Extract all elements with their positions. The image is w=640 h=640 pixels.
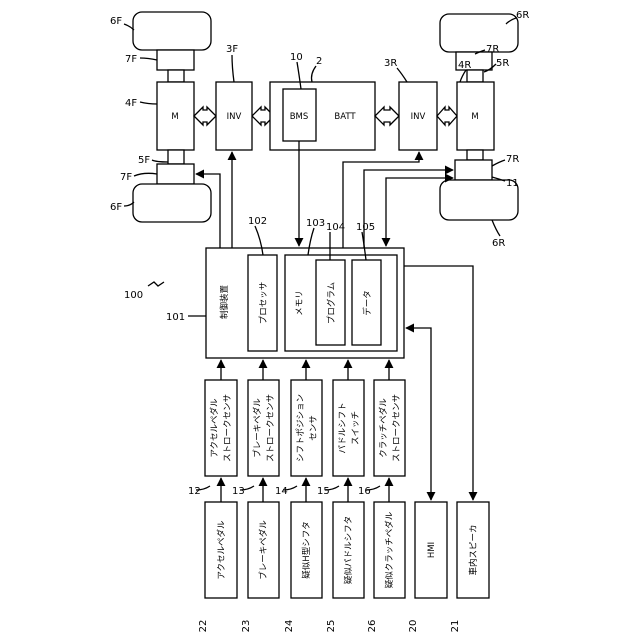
ref-5R: 5R (496, 58, 509, 69)
rear-inverter-label: INV (411, 112, 426, 122)
ref-22: 22 (198, 620, 209, 633)
leader-4F (140, 102, 157, 104)
memory-label: メモリ (295, 290, 305, 316)
power-arrow-motor-inv-front (194, 107, 216, 125)
program-label: プログラム (326, 282, 337, 324)
line-ctrl-hmi (406, 328, 431, 500)
controller-label: 制御装置 (219, 285, 230, 320)
front-motor-label: M (171, 112, 178, 122)
ref-100: 100 (124, 290, 143, 301)
power-arrow-inv-motor-rear (437, 107, 457, 125)
rear-shaft-bottom (467, 150, 483, 160)
front-wheel-top (133, 12, 211, 50)
leader-7F-top (140, 58, 157, 60)
sensor-15-label-2: スイッチ (351, 411, 361, 445)
sensor-15-label-1: パドルシフト (338, 402, 348, 453)
front-axle-bearing-bottom (157, 164, 194, 184)
front-inverter-label: INV (227, 112, 242, 122)
leader-2 (312, 66, 317, 82)
rear-shaft-top (467, 70, 483, 82)
ref-102: 102 (248, 216, 267, 227)
hmi-label: HMI (427, 542, 437, 558)
ref-26: 26 (367, 620, 378, 633)
ref-14: 14 (275, 486, 288, 497)
ref-12: 12 (188, 486, 201, 497)
ref-104: 104 (326, 222, 345, 233)
ref-23: 23 (241, 620, 252, 633)
ref-25: 25 (326, 620, 337, 633)
sensor-16-label-1: クラッチペダル (378, 398, 389, 458)
ref-4F: 4F (125, 98, 137, 109)
sensor-14-label-2: センサ (309, 415, 319, 441)
front-shaft-top (168, 70, 184, 82)
ref-21: 21 (450, 620, 461, 633)
ref-10: 10 (290, 52, 303, 63)
sensor-13-label-1: ブレーキペダル (252, 398, 263, 458)
power-arrow-batt-inv-rear (375, 107, 399, 125)
device-24-label: 疑似H型シフタ (301, 521, 312, 578)
leader-5F (152, 160, 168, 162)
ref-11: 11 (506, 178, 519, 189)
sensor-14-label-1: シフトポジション (296, 394, 306, 462)
line-ctrl-speaker (404, 266, 473, 500)
ref-105: 105 (356, 222, 375, 233)
sensor-16-label-2: ストロークセンサ (392, 394, 402, 462)
ref-6F-top: 6F (110, 16, 122, 27)
rear-motor-label: M (471, 112, 478, 122)
sensor-12-label-1: アクセルペダル (209, 398, 220, 458)
ref-6R-bot: 6R (492, 238, 505, 249)
leader-3F (232, 55, 234, 82)
processor-label: プロセッサ (259, 282, 269, 325)
speaker-label: 車内スピーカ (468, 524, 479, 575)
sensor-13-label-2: ストロークセンサ (266, 394, 276, 462)
leader-7R-bot (492, 160, 505, 166)
ref-15: 15 (317, 486, 330, 497)
ref-13: 13 (232, 486, 245, 497)
ref-2: 2 (316, 56, 322, 67)
ref-6F-bot: 6F (110, 202, 122, 213)
rear-axle-bearing-bottom (455, 160, 492, 180)
ref-3F: 3F (226, 44, 238, 55)
device-23-label: ブレーキペダル (258, 520, 269, 580)
ref-7R-top: 7R (486, 44, 499, 55)
front-axle-bearing-top (157, 50, 194, 70)
ref-4R: 4R (458, 60, 471, 71)
ref-3R: 3R (384, 58, 397, 69)
front-wheel-bottom (133, 184, 211, 222)
sensor-12-label-2: ストロークセンサ (223, 394, 233, 462)
battery-label: BATT (334, 112, 356, 122)
data-label: データ (362, 290, 373, 316)
ref-6R-top: 6R (516, 10, 529, 21)
ref-16: 16 (358, 486, 371, 497)
device-26-label: 疑似クラッチペダル (384, 511, 395, 588)
leader-100 (148, 282, 164, 286)
ref-101: 101 (166, 312, 185, 323)
ref-7R-bot: 7R (506, 154, 519, 165)
bms-label: BMS (290, 112, 309, 122)
leader-3R (397, 68, 407, 82)
ref-103: 103 (306, 218, 325, 229)
line-ctrl-inv-rear (343, 152, 419, 248)
ref-5F: 5F (138, 155, 150, 166)
leader-6R-bot (492, 220, 500, 236)
front-shaft-bottom (168, 150, 184, 164)
rear-wheel-top (440, 14, 518, 52)
ref-20: 20 (408, 620, 419, 633)
device-25-label: 疑似パドルシフタ (343, 516, 354, 584)
ref-24: 24 (284, 620, 295, 633)
ref-7F-top: 7F (125, 54, 137, 65)
leader-4R (460, 70, 466, 82)
ref-7F-bot: 7F (120, 172, 132, 183)
device-22-label: アクセルペダル (216, 520, 227, 580)
leader-7F-bot (134, 173, 157, 176)
